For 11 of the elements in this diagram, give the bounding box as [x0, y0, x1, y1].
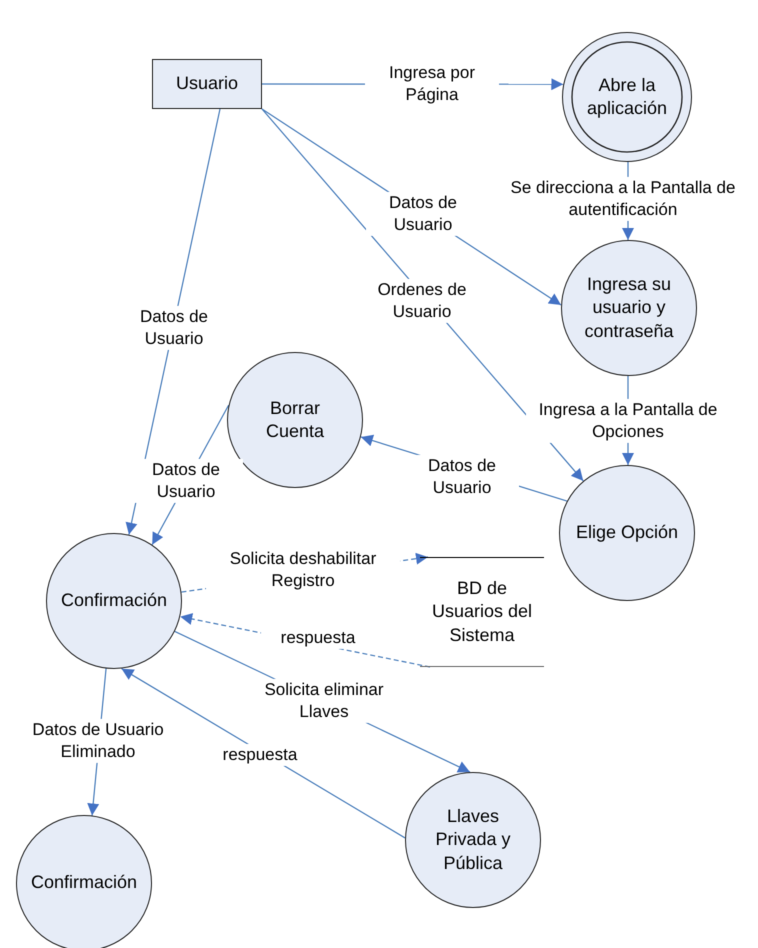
node-label: Elige Opción [574, 521, 680, 544]
node-label: Usuario [174, 72, 240, 96]
node-label: Ingresa su usuario y contraseña [583, 272, 675, 343]
node-label: BD de Usuarios del Sistema [430, 576, 534, 647]
data-store [420, 557, 544, 667]
node-label: Llaves Privada y Pública [434, 804, 512, 875]
node-label: Borrar Cuenta [264, 396, 326, 443]
entity-box [152, 59, 262, 109]
node-label: Confirmación [30, 871, 138, 894]
node-label: Abre la aplicación [586, 74, 668, 120]
node-label: Confirmación [60, 589, 168, 612]
